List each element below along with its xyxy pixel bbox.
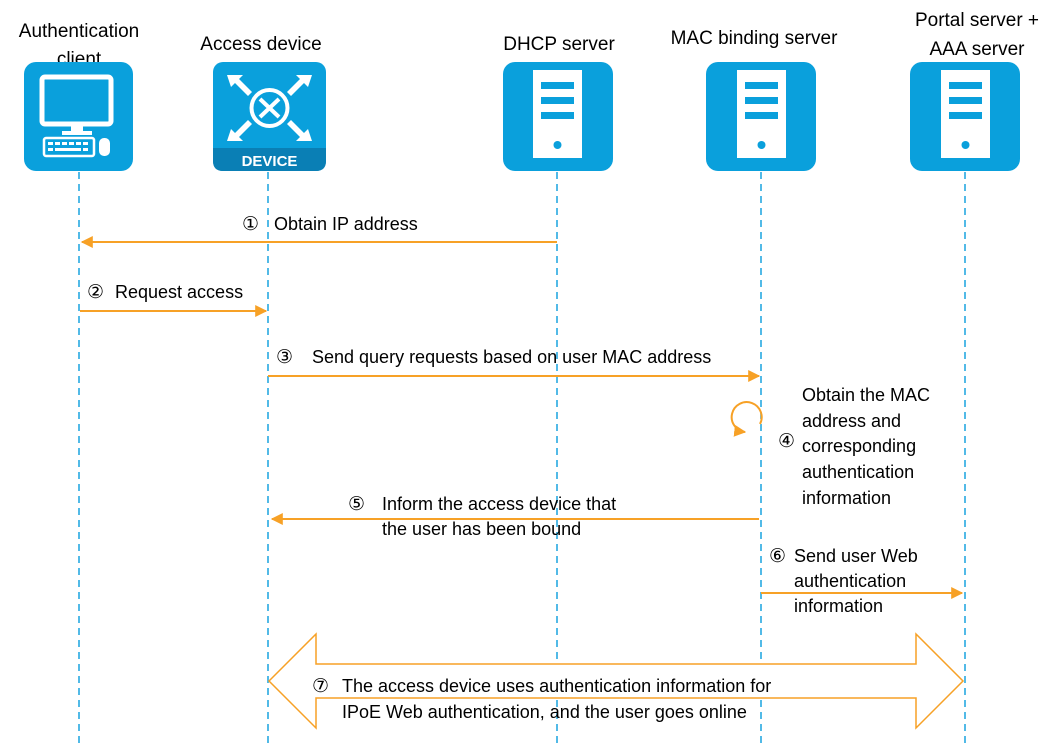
message-label-7-line1: The access device uses authentication in… [342,676,771,696]
step-number-3: ③ [276,346,293,368]
message-label-4-line1: Obtain the MAC [802,385,930,405]
step-number-7: ⑦ [312,675,329,697]
message-label-4-line5: information [802,488,891,508]
computer-icon [24,62,133,171]
double-arrow-7 [267,632,965,730]
message-label-5-line2: the user has been bound [382,519,581,539]
device-badge-label: DEVICE [242,153,298,170]
message-label-2: Request access [115,282,243,302]
step-number-2: ② [87,281,104,303]
step-number-4: ④ [778,430,795,452]
message-label-7-line2: IPoE Web authentication, and the user go… [342,702,747,722]
participant-label-portal-aaa-server-line1: Portal server + [915,10,1039,31]
participant-label-authentication-client-line1: Authentication [19,21,139,42]
message-label-6-line3: information [794,596,883,616]
participant-label-portal-aaa-server-line2: AAA server [929,39,1025,60]
server-icon [910,62,1020,171]
device-icon: DEVICE [213,62,326,171]
self-loop-arrow-4 [730,401,763,437]
server-icon [503,62,613,171]
message-label-6-line1: Send user Web [794,546,918,566]
lifelines [78,172,966,745]
message-label-1: Obtain IP address [274,214,418,234]
step-number-1: ① [242,213,259,235]
server-icon [706,62,816,171]
message-label-4-line2: address and [802,411,901,431]
message-label-4-line4: authentication [802,462,914,482]
step-number-6: ⑥ [769,545,786,567]
message-label-5-line1: Inform the access device that [382,494,616,514]
participant-label-access-device: Access device [200,34,321,55]
message-label-3: Send query requests based on user MAC ad… [312,347,711,367]
participant-label-mac-binding-server: MAC binding server [671,28,839,49]
message-label-6-line2: authentication [794,571,906,591]
message-label-4-line3: corresponding [802,436,916,456]
step-number-5: ⑤ [348,493,365,515]
participant-label-dhcp-server: DHCP server [503,34,615,55]
